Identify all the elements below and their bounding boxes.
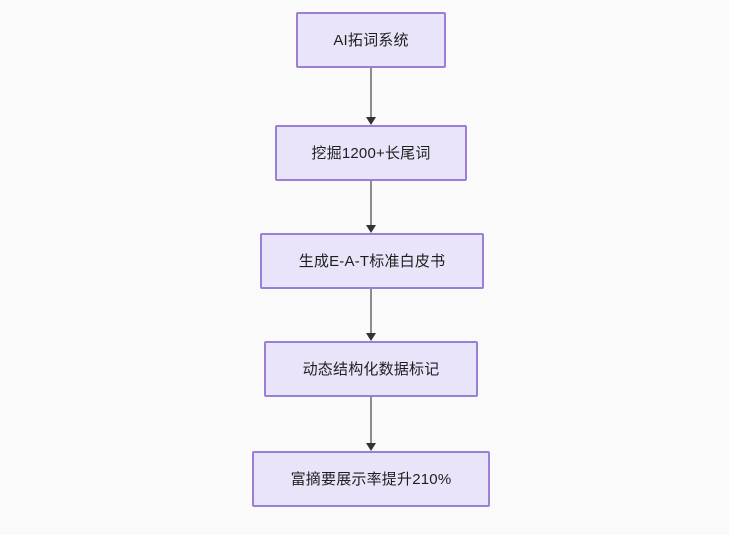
arrow-down-icon [366, 117, 376, 125]
flow-node-mine-longtail-keywords[interactable]: 挖掘1200+长尾词 [275, 125, 467, 181]
connector-line [370, 181, 372, 225]
arrow-down-icon [366, 333, 376, 341]
connector-line [370, 289, 372, 333]
flow-node-ai-keyword-system[interactable]: AI拓词系统 [296, 12, 446, 68]
flow-node-label: 挖掘1200+长尾词 [311, 144, 431, 162]
flow-node-dynamic-structured-data-markup[interactable]: 动态结构化数据标记 [264, 341, 478, 397]
flow-node-label: 动态结构化数据标记 [302, 360, 440, 378]
connector-line [370, 397, 372, 443]
flow-node-generate-eat-whitepaper[interactable]: 生成E-A-T标准白皮书 [260, 233, 484, 289]
flow-node-rich-snippet-impression-uplift[interactable]: 富摘要展示率提升210% [252, 451, 490, 507]
flow-node-label: AI拓词系统 [333, 31, 409, 49]
flow-node-label: 生成E-A-T标准白皮书 [298, 252, 446, 270]
flow-node-label: 富摘要展示率提升210% [290, 470, 452, 488]
arrow-down-icon [366, 225, 376, 233]
arrow-down-icon [366, 443, 376, 451]
connector-line [370, 68, 372, 117]
